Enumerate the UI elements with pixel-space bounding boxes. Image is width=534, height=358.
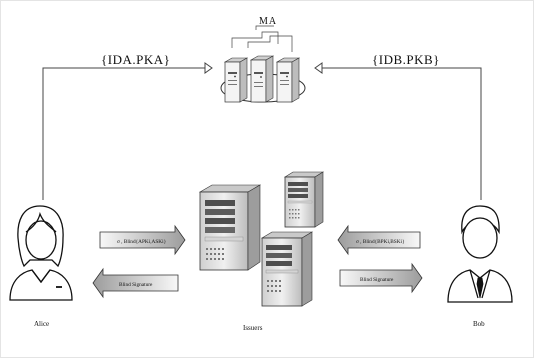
alice-to-ma-line (42, 62, 213, 200)
bob-male-user-icon (447, 205, 513, 303)
issuer-server-small-icon (283, 171, 325, 228)
ma-label: MA (259, 16, 278, 27)
bob-label: Bob (473, 320, 485, 328)
ma-server-right (275, 57, 301, 103)
id-alice-label: {IDA.PKA} (101, 52, 171, 67)
arrow-alice-to-issuers-label: σ , Blind{APKi,ASKi} (117, 239, 167, 245)
arrow-issuers-to-bob: Blind Signature (339, 262, 423, 294)
arrow-bob-to-issuers: σ , Blind{BPKi,BSKi} (337, 224, 421, 256)
ma-server-cluster-icon (220, 25, 306, 103)
ma-server-left (223, 57, 249, 103)
arrow-issuers-to-alice-label: Blind Signature (119, 282, 153, 288)
alice-female-user-icon (9, 205, 73, 301)
ma-server-middle (249, 55, 275, 103)
arrow-issuers-to-bob-label: Blind Signature (360, 277, 394, 283)
arrow-alice-to-issuers: σ , Blind{APKi,ASKi} (99, 224, 186, 256)
bob-to-ma-line (314, 62, 482, 200)
arrow-issuers-to-alice: Blind Signature (92, 267, 179, 299)
alice-label: Alice (34, 320, 50, 328)
arrow-bob-to-issuers-label: σ , Blind{BPKi,BSKi} (356, 239, 405, 245)
id-bob-label: {IDB.PKB} (372, 52, 440, 67)
issuer-server-front-icon (260, 231, 314, 307)
issuers-label: Issuers (243, 324, 263, 332)
issuer-server-large-icon (198, 184, 262, 271)
